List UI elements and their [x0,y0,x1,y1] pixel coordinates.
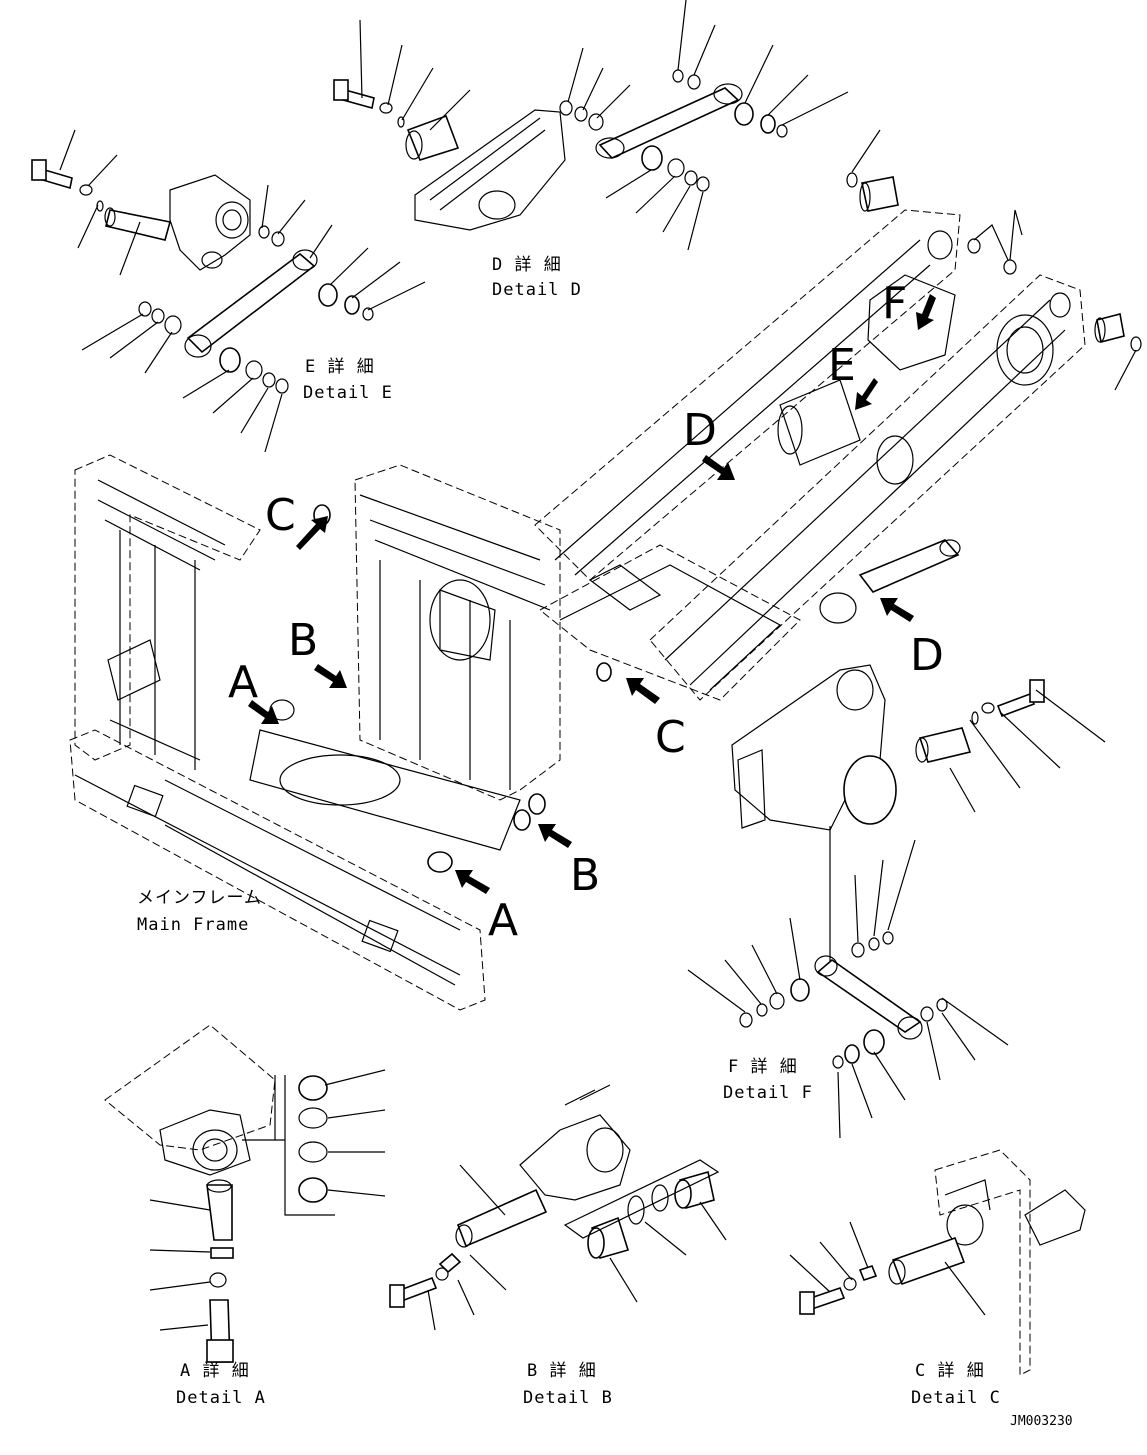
detail-f-group: F 詳 細 Detail F [687,664,1106,1139]
arrow-c-upper [296,516,328,550]
arrow-f [916,294,936,330]
arrow-b-right [538,824,572,848]
callout-a-right: A [488,895,518,946]
arrow-d-middle [702,455,735,480]
detail-e-jp-label: E 詳 細 [305,357,375,377]
detail-e-group: E 詳 細 Detail E [31,129,426,453]
detail-d-en-label: Detail D [492,280,582,300]
detail-f-jp-label: F 詳 細 [728,1057,798,1077]
arrow-a-left [248,700,279,724]
detail-d-group: D 詳 細 Detail D [333,0,849,300]
arrow-e [855,378,878,410]
detail-e-en-label: Detail E [303,383,393,403]
callout-b-right: B [570,850,600,901]
detail-b-jp-label: B 詳 細 [527,1361,597,1381]
detail-a-group: A 詳 細 Detail A [104,1024,386,1408]
detail-b-en-label: Detail B [523,1388,613,1408]
arrow-b-left [314,664,347,688]
drawing-code: JM003230 [1010,1414,1073,1429]
callout-c-upper: C [265,490,296,541]
detail-d-jp-label: D 詳 細 [492,255,562,275]
callout-a-left: A [228,657,258,708]
detail-c-group: C 詳 細 Detail C [789,1149,1086,1408]
callout-e: E [828,340,856,391]
callout-c-right: C [655,712,686,763]
main-frame-group: メインフレーム Main Frame [69,454,801,1011]
main-frame-jp-label: メインフレーム [137,888,262,908]
detail-c-en-label: Detail C [911,1388,1001,1408]
detail-a-en-label: Detail A [176,1388,266,1408]
arrow-a-right [455,870,490,894]
arrow-c-right [626,678,660,704]
boom-arm-group [534,129,1142,701]
detail-b-group: B 詳 細 Detail B [389,1084,727,1408]
arrow-d-right [880,598,914,622]
detail-c-jp-label: C 詳 細 [915,1361,985,1381]
callouts-group: C B A C B A D D E F [228,278,944,946]
callout-f: F [882,278,907,329]
detail-a-jp-label: A 詳 細 [180,1361,250,1381]
callout-d-middle: D [683,405,717,456]
callout-b-left: B [288,615,318,666]
detail-f-en-label: Detail F [723,1083,813,1103]
callout-d-right: D [910,630,944,681]
main-frame-en-label: Main Frame [137,915,249,935]
